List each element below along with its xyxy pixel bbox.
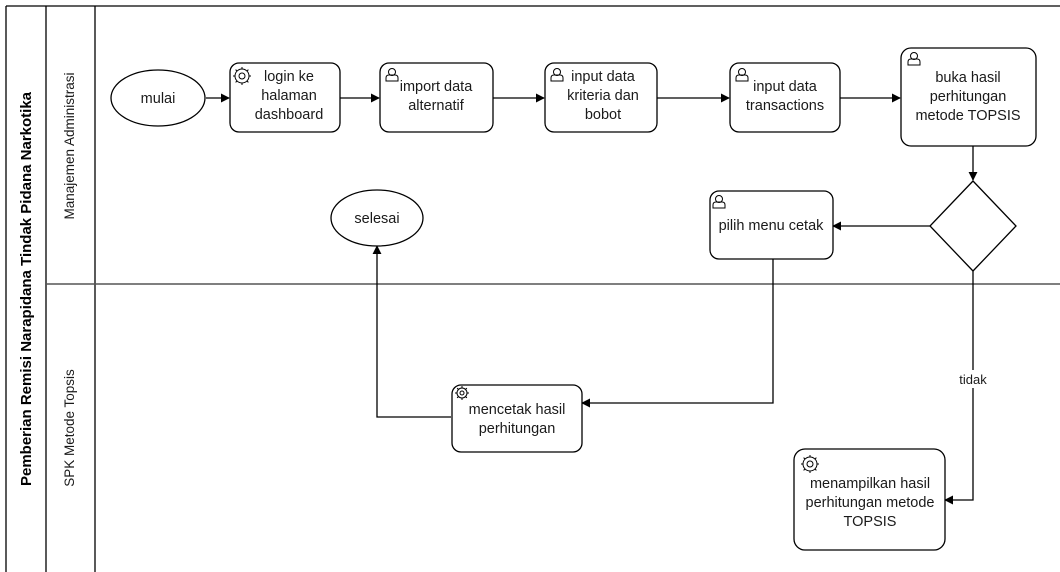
user-icon bbox=[907, 52, 921, 66]
edge-gateway-menampilkan bbox=[944, 271, 974, 505]
node-label: kriteria dan bbox=[567, 88, 639, 104]
task-mencetak: mencetak hasil perhitungan bbox=[451, 384, 583, 453]
node-label: perhitungan bbox=[930, 89, 1007, 105]
node-label: mulai bbox=[141, 91, 176, 107]
node-label: pilih menu cetak bbox=[719, 218, 825, 234]
lane-title-manajemen: Manajemen Administrasi bbox=[62, 72, 77, 219]
task-pilih: pilih menu cetak bbox=[709, 190, 834, 260]
user-icon bbox=[550, 68, 564, 82]
node-label: alternatif bbox=[408, 98, 465, 114]
pool: Pemberian Remisi Narapidana Tindak Pidan… bbox=[5, 5, 1060, 572]
node-label: selesai bbox=[354, 211, 399, 227]
end-event-selesai: selesai bbox=[330, 189, 424, 247]
node-label: perhitungan bbox=[479, 421, 556, 437]
gear-icon bbox=[233, 67, 251, 85]
start-event-mulai: mulai bbox=[110, 69, 206, 127]
node-label: perhitungan metode bbox=[806, 495, 935, 511]
user-icon bbox=[735, 68, 749, 82]
node-label: halaman bbox=[261, 88, 317, 104]
task-kriteria: input data kriteria dan bobot bbox=[544, 62, 658, 133]
node-label: TOPSIS bbox=[844, 514, 897, 530]
edge-label-bg bbox=[956, 370, 990, 388]
lane-title-spk: SPK Metode Topsis bbox=[62, 369, 77, 487]
node-label: input data bbox=[571, 69, 636, 85]
pool-title: Pemberian Remisi Narapidana Tindak Pidan… bbox=[18, 91, 35, 486]
node-label: metode TOPSIS bbox=[915, 108, 1020, 124]
node-label: buka hasil bbox=[935, 70, 1000, 86]
edge-pilih-mencetak bbox=[581, 259, 774, 408]
gateway-decision bbox=[929, 180, 1017, 272]
gear-icon bbox=[801, 455, 819, 473]
edge-label-tidak: tidak bbox=[959, 372, 987, 387]
node-label: mencetak hasil bbox=[469, 402, 566, 418]
task-menampilkan: menampilkan hasil perhitungan metode TOP… bbox=[793, 448, 946, 551]
edges: tidak bbox=[206, 93, 990, 505]
node-label: login ke bbox=[264, 69, 314, 85]
user-icon bbox=[385, 68, 399, 82]
edge-mencetak-selesai bbox=[372, 245, 451, 418]
node-label: transactions bbox=[746, 98, 824, 114]
task-login: login ke halaman dashboard bbox=[229, 62, 341, 133]
user-icon bbox=[712, 195, 726, 209]
node-label: import data bbox=[400, 79, 473, 95]
task-transactions: input data transactions bbox=[729, 62, 841, 133]
task-buka: buka hasil perhitungan metode TOPSIS bbox=[900, 47, 1037, 147]
node-label: dashboard bbox=[255, 107, 324, 123]
node-label: menampilkan hasil bbox=[810, 476, 930, 492]
node-label: input data bbox=[753, 79, 818, 95]
task-import: import data alternatif bbox=[379, 62, 494, 133]
node-label: bobot bbox=[585, 107, 621, 123]
gear-icon bbox=[455, 386, 469, 400]
